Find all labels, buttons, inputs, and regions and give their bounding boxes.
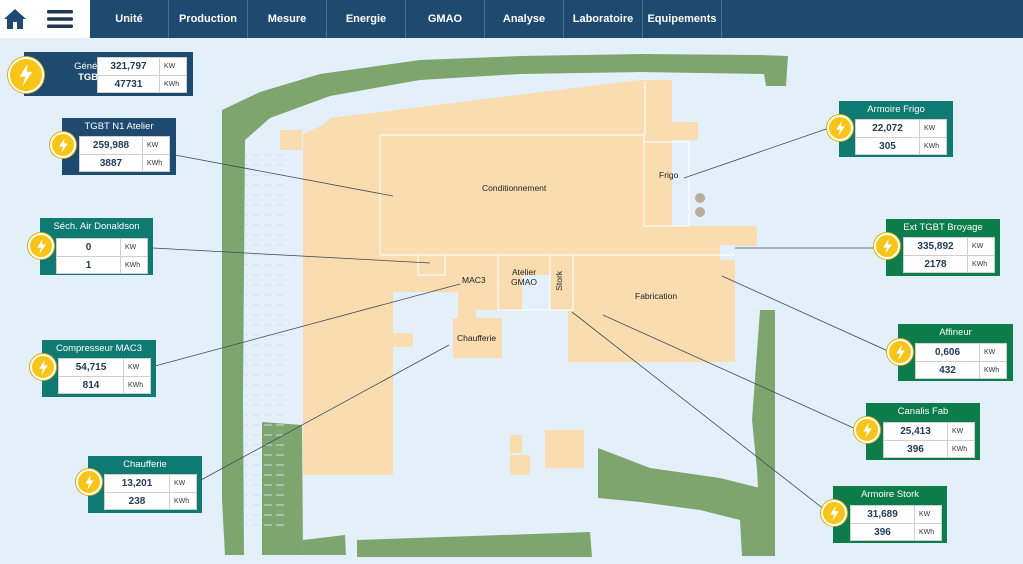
meter-kwh-unit: KWh xyxy=(919,529,935,536)
meter-general[interactable]: Général TGBT 321,797 KW 47731 KWh xyxy=(24,52,193,96)
meter-title: Ext TGBT Broyage xyxy=(903,222,983,233)
meter-kwh-unit: KWh xyxy=(128,382,144,389)
lightning-bolt-icon[interactable] xyxy=(887,339,913,365)
lightning-bolt-icon[interactable] xyxy=(76,469,102,495)
meter-subtitle: TGBT xyxy=(78,71,104,83)
meter-sech-air-donaldson[interactable]: Séch. Air Donaldson 0 KW 1 KWh xyxy=(40,218,153,275)
meter-title: Chaufferie xyxy=(123,459,167,470)
menu-button[interactable] xyxy=(30,0,90,38)
meter-kw-unit: KW xyxy=(147,142,159,149)
plant-map xyxy=(152,54,891,557)
meter-tgbt-n1-atelier[interactable]: TGBT N1 Atelier 259,988 KW 3887 KWh xyxy=(62,118,176,175)
meter-kw-value: 25,413 xyxy=(884,423,948,440)
tab-laboratoire[interactable]: Laboratoire xyxy=(564,0,643,38)
meter-kw-unit: KW xyxy=(952,428,964,435)
buildings xyxy=(280,80,757,475)
meter-kw-unit: KW xyxy=(919,511,931,518)
meter-title: Séch. Air Donaldson xyxy=(53,221,140,232)
meter-kwh-value: 814 xyxy=(59,377,124,393)
top-navigation-bar: Unité Production Mesure Energie GMAO Ana… xyxy=(0,0,1023,38)
tab-analyse[interactable]: Analyse xyxy=(485,0,564,38)
meter-kw-value: 0,606 xyxy=(916,344,980,361)
tab-unite[interactable]: Unité xyxy=(90,0,169,38)
zone-label-stork: Stork xyxy=(554,270,565,291)
meter-affineur[interactable]: Affineur 0,606 KW 432 KWh xyxy=(898,324,1013,381)
tab-energie[interactable]: Energie xyxy=(327,0,406,38)
meter-armoire-stork[interactable]: Armoire Stork 31,689 KW 396 KWh xyxy=(833,486,947,543)
meter-kw-value: 321,797 xyxy=(98,58,160,75)
lightning-bolt-icon[interactable] xyxy=(8,57,44,93)
lightning-bolt-icon[interactable] xyxy=(821,500,847,526)
meter-kw-unit: KW xyxy=(125,244,137,251)
meter-kw-value: 31,689 xyxy=(851,506,915,523)
meter-chaufferie[interactable]: Chaufferie 13,201 KW 238 KWh xyxy=(88,456,202,513)
zone-label-conditionnement: Conditionnement xyxy=(482,183,547,193)
meter-title: Canalis Fab xyxy=(897,406,949,417)
meter-kw-value: 259,988 xyxy=(80,137,143,154)
lightning-bolt-icon[interactable] xyxy=(827,115,853,141)
meter-kwh-unit: KWh xyxy=(984,367,1000,374)
home-button[interactable] xyxy=(0,0,30,38)
meter-kwh-unit: KWh xyxy=(952,446,968,453)
meter-kwh-value: 47731 xyxy=(98,76,160,92)
zone-label-fabrication: Fabrication xyxy=(635,291,678,301)
hamburger-menu-icon xyxy=(47,10,73,28)
home-icon xyxy=(4,9,26,29)
meter-kw-unit: KW xyxy=(128,364,140,371)
tank xyxy=(695,193,705,203)
meter-kwh-value: 305 xyxy=(856,138,920,154)
tab-gmao[interactable]: GMAO xyxy=(406,0,485,38)
meter-kwh-unit: KWh xyxy=(174,498,190,505)
meter-kw-value: 22,072 xyxy=(856,120,920,137)
meter-kwh-unit: KWh xyxy=(147,160,163,167)
meter-title: Général xyxy=(74,61,108,72)
lightning-bolt-icon[interactable] xyxy=(50,132,76,158)
meter-kwh-value: 2178 xyxy=(904,256,968,272)
meter-title: Armoire Stork xyxy=(860,489,920,500)
meter-kwh-value: 432 xyxy=(916,362,980,378)
building-partitions xyxy=(379,82,735,311)
zone-label-chaufferie: Chaufferie xyxy=(457,333,497,343)
meter-kw-unit: KW xyxy=(164,63,176,70)
meter-kw-unit: KW xyxy=(984,349,996,356)
meter-kwh-unit: KWh xyxy=(972,261,988,268)
meter-armoire-frigo[interactable]: Armoire Frigo 22,072 KW 305 KWh xyxy=(839,101,953,157)
meter-kwh-value: 3887 xyxy=(80,155,143,171)
meter-kw-value: 335,892 xyxy=(904,238,968,255)
tab-production[interactable]: Production xyxy=(169,0,248,38)
tab-equipements[interactable]: Equipements xyxy=(643,0,722,38)
lightning-bolt-icon[interactable] xyxy=(30,354,56,380)
meter-ext-tgbt-broyage[interactable]: Ext TGBT Broyage 335,892 KW 2178 KWh xyxy=(886,219,1000,276)
zone-label-mac3: MAC3 xyxy=(462,275,486,285)
tab-mesure[interactable]: Mesure xyxy=(248,0,327,38)
meter-title: TGBT N1 Atelier xyxy=(84,121,154,132)
meter-kwh-value: 396 xyxy=(851,524,915,540)
meter-kw-value: 13,201 xyxy=(105,475,170,492)
meter-kwh-unit: KWh xyxy=(924,143,940,150)
tank xyxy=(695,207,705,217)
meter-kw-value: 0 xyxy=(57,239,121,256)
meter-kw-unit: KW xyxy=(972,243,984,250)
meter-kw-unit: KW xyxy=(174,480,186,487)
meter-kwh-unit: KWh xyxy=(164,81,180,88)
meter-canalis-fab[interactable]: Canalis Fab 25,413 KW 396 KWh xyxy=(866,403,980,460)
meter-kwh-value: 238 xyxy=(105,493,170,509)
zone-label-frigo: Frigo xyxy=(659,170,679,180)
zone-label-atelier-gmao: Atelier GMAO xyxy=(511,267,537,287)
connector-lines xyxy=(152,126,891,511)
meter-title: Compresseur MAC3 xyxy=(55,343,143,354)
meter-kwh-value: 396 xyxy=(884,441,948,457)
green-spaces xyxy=(222,54,788,557)
meter-title: Armoire Frigo xyxy=(867,104,925,115)
lightning-bolt-icon[interactable] xyxy=(854,417,880,443)
meter-kw-unit: KW xyxy=(924,125,936,132)
lightning-bolt-icon[interactable] xyxy=(874,233,900,259)
meter-kwh-unit: KWh xyxy=(125,262,141,269)
lightning-bolt-icon[interactable] xyxy=(28,233,54,259)
meter-title: Affineur xyxy=(939,327,972,338)
meter-kwh-value: 1 xyxy=(57,257,121,273)
meter-compresseur-mac3[interactable]: Compresseur MAC3 54,715 KW 814 KWh xyxy=(42,340,156,397)
meter-kw-value: 54,715 xyxy=(59,359,124,376)
